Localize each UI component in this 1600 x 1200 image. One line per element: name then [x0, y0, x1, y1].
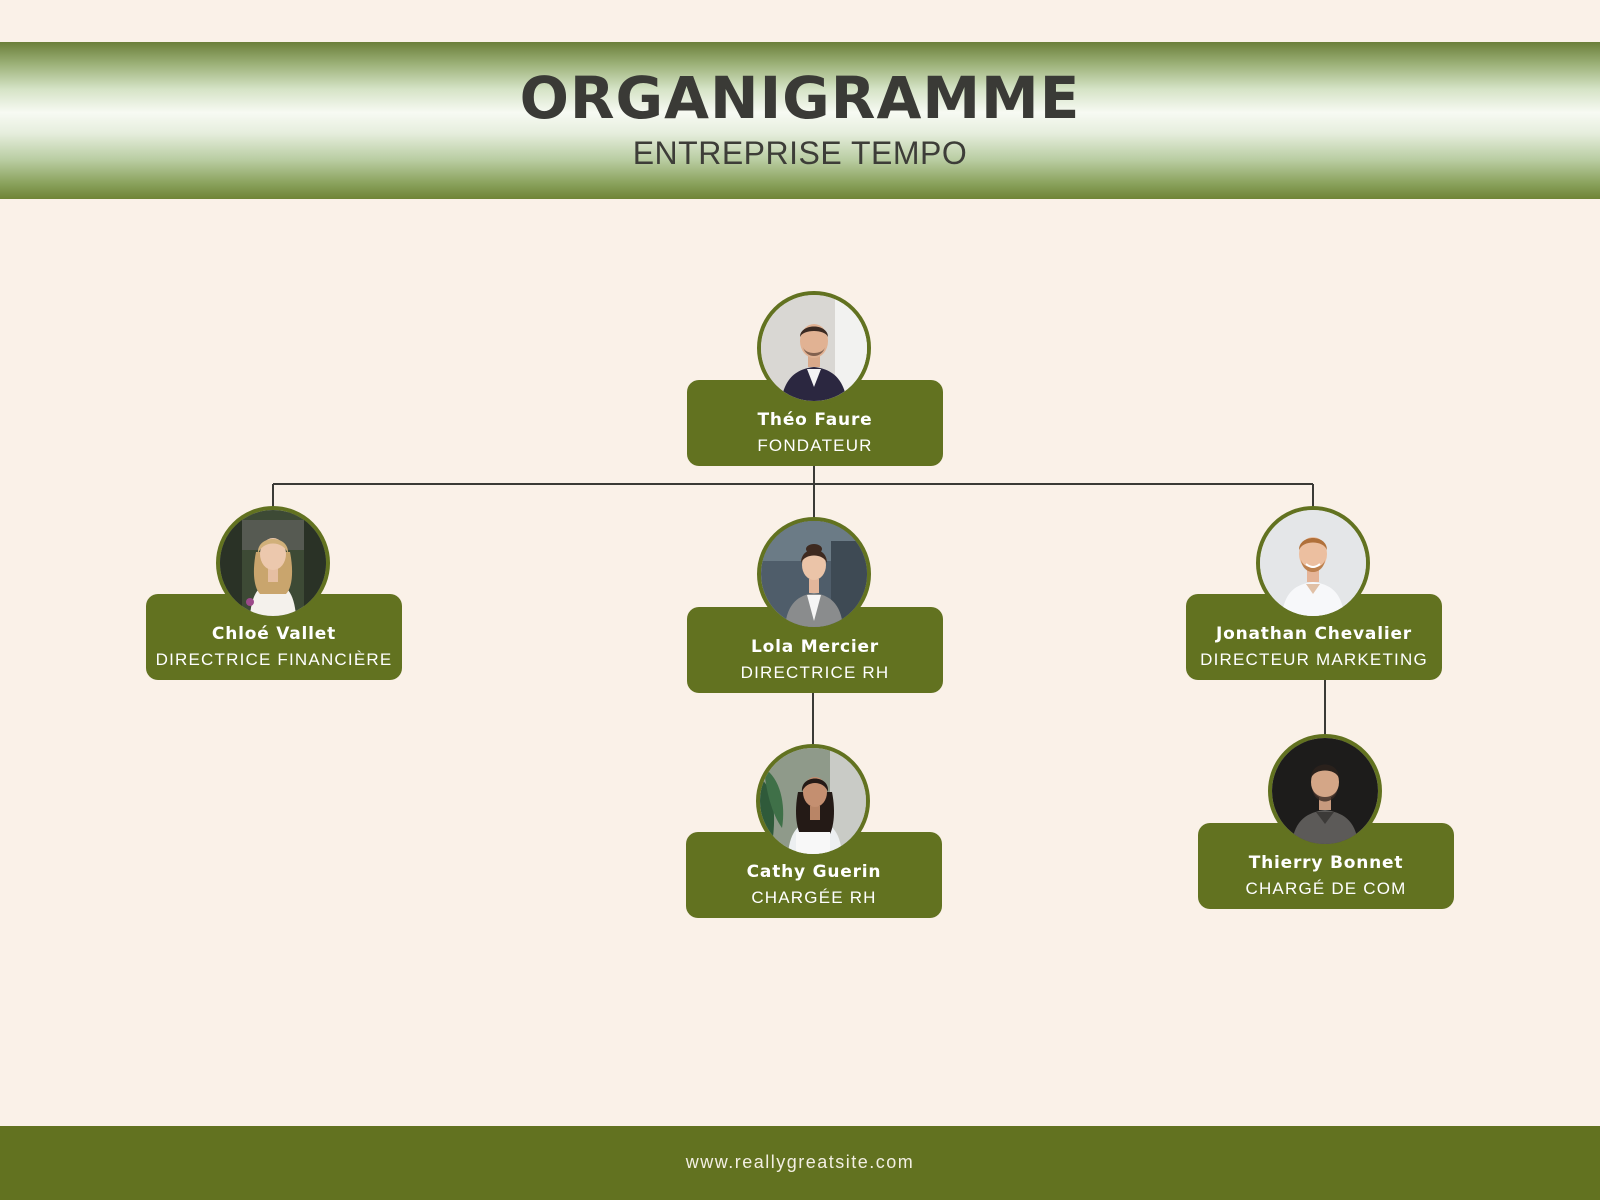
avatar-photo — [1272, 738, 1378, 844]
node-name: Théo Faure — [757, 410, 873, 430]
node-role: DIRECTEUR MARKETING — [1200, 650, 1428, 669]
node-name: Lola Mercier — [751, 637, 879, 657]
footer-website: www.reallygreatsite.com — [685, 1152, 915, 1172]
node-role: CHARGÉ DE COM — [1245, 879, 1407, 898]
org-node-comms-officer: Thierry Bonnet CHARGÉ DE COM — [1198, 823, 1454, 909]
org-node-hr-director: Lola Mercier DIRECTRICE RH — [687, 607, 943, 693]
avatar-founder — [757, 291, 871, 405]
header-band — [0, 42, 1600, 199]
avatar-marketing-director — [1256, 506, 1370, 620]
node-name: Cathy Guerin — [746, 862, 882, 882]
node-role: DIRECTRICE RH — [740, 663, 890, 682]
node-name: Chloé Vallet — [211, 624, 337, 644]
avatar-photo — [761, 295, 867, 401]
org-node-marketing-director: Jonathan Chevalier DIRECTEUR MARKETING — [1186, 594, 1442, 680]
node-role: CHARGÉE RH — [751, 888, 877, 907]
footer-band — [0, 1126, 1600, 1200]
avatar-cfo — [216, 506, 330, 620]
avatar-hr-officer — [756, 744, 870, 858]
avatar-photo — [220, 510, 326, 616]
avatar-hr-director — [757, 517, 871, 631]
avatar-photo — [761, 521, 867, 627]
org-node-founder: Théo Faure FONDATEUR — [687, 380, 943, 466]
avatar-photo — [1260, 510, 1366, 616]
avatar-comms-officer — [1268, 734, 1382, 848]
page-subtitle: ENTREPRISE TEMPO — [632, 135, 968, 171]
page-title: ORGANIGRAMME — [519, 64, 1081, 132]
node-name: Jonathan Chevalier — [1216, 624, 1412, 644]
node-name: Thierry Bonnet — [1248, 853, 1404, 873]
node-role: FONDATEUR — [757, 436, 873, 455]
avatar-photo — [760, 748, 866, 854]
node-role: DIRECTRICE FINANCIÈRE — [155, 650, 393, 669]
